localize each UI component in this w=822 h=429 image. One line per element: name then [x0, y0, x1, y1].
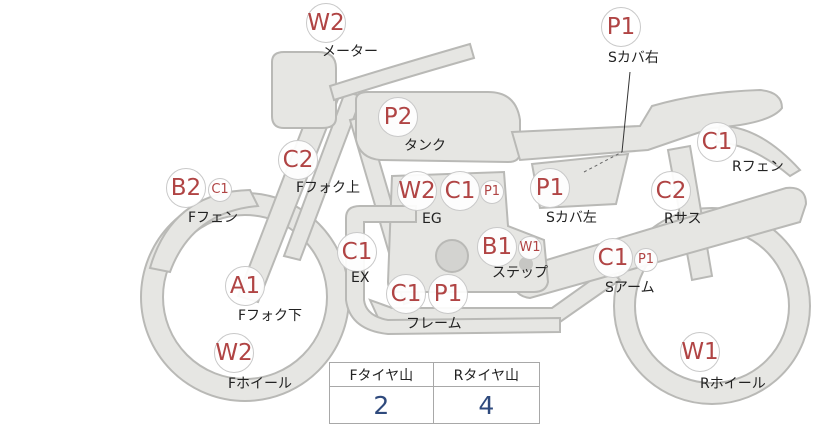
grade-badge-frame-2: P1	[428, 274, 468, 314]
grade-badge-swing-arm: C1	[593, 238, 633, 278]
part-label-front-fork-upper: Fフォク上	[296, 180, 361, 196]
grade-badge-rear-wheel: W1	[680, 332, 720, 372]
grade-badge-engine-1: W2	[397, 171, 437, 211]
part-label-front-fender: Fフェン	[188, 210, 239, 226]
handlebar-shape	[328, 42, 476, 102]
front-fork-rear-shape	[282, 90, 364, 262]
grade-badge-rear-suspension: C2	[651, 171, 691, 211]
part-label-swing-arm: Sアーム	[605, 280, 655, 296]
part-label-meter: メーター	[322, 44, 378, 60]
part-label-frame: フレーム	[406, 316, 462, 332]
part-label-side-cover-left: Sカバ左	[546, 210, 597, 226]
part-label-exhaust: EX	[351, 270, 370, 286]
front-tire-tread-value: 2	[329, 386, 434, 424]
part-label-tank: タンク	[404, 138, 446, 154]
grade-badge-swing-arm-secondary: P1	[634, 248, 658, 272]
grade-badge-engine-3: P1	[480, 180, 504, 204]
side-cover-pointer-line	[621, 71, 631, 153]
part-label-step: ステップ	[492, 265, 548, 281]
part-label-rear-fender: Rフェン	[732, 159, 784, 175]
step-peg	[519, 257, 533, 271]
grade-badge-front-fender: B2	[166, 168, 206, 208]
grade-badge-engine-2: C1	[440, 171, 480, 211]
part-label-front-wheel: Fホイール	[228, 376, 293, 392]
grade-badge-exhaust: C1	[337, 232, 377, 272]
part-label-side-cover-right: Sカバ右	[608, 50, 659, 66]
grade-badge-frame-1: C1	[386, 274, 426, 314]
front-tire-tread-header: Fタイヤ山	[329, 362, 434, 387]
grade-badge-front-fork-upper: C2	[278, 140, 318, 180]
grade-badge-rear-fender: C1	[697, 122, 737, 162]
part-label-front-fork-lower: Fフォク下	[238, 308, 303, 324]
grade-badge-front-fender-secondary: C1	[208, 178, 232, 202]
grade-badge-side-cover-left: P1	[530, 168, 570, 208]
seat-shape	[510, 88, 784, 162]
rear-tire-tread-header: Rタイヤ山	[432, 362, 541, 387]
engine-cover-circle	[435, 239, 469, 273]
headlight-shape	[271, 51, 337, 129]
tire-tread-table: Fタイヤ山 Rタイヤ山 2 4	[329, 362, 541, 424]
grade-badge-step-secondary: W1	[518, 236, 542, 260]
side-cover-pointer-dash	[583, 151, 623, 173]
front-fender-shape	[148, 188, 260, 274]
grade-badge-front-wheel: W2	[214, 333, 254, 373]
part-label-rear-suspension: Rサス	[664, 211, 702, 227]
exhaust-shape	[345, 205, 561, 336]
grade-badge-step: B1	[477, 227, 517, 267]
part-label-engine: EG	[422, 211, 442, 227]
grade-badge-side-cover-right: P1	[601, 7, 641, 47]
rear-tire-tread-value: 4	[432, 386, 541, 424]
grade-badge-tank: P2	[378, 97, 418, 137]
grade-badge-meter: W2	[306, 3, 346, 43]
part-label-rear-wheel: Rホイール	[700, 376, 766, 392]
grade-badge-front-fork-lower: A1	[225, 266, 265, 306]
